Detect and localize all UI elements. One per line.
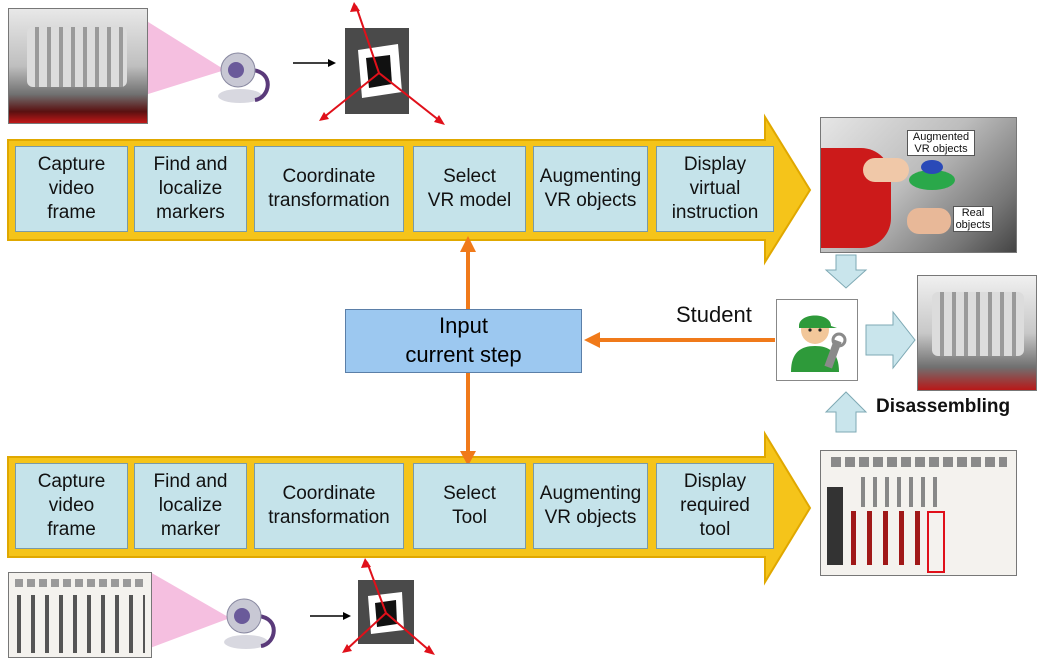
real-hand xyxy=(907,208,951,234)
up-arrow-light xyxy=(824,391,868,433)
connector-left-head xyxy=(584,332,600,348)
gearbox-photo-right xyxy=(917,275,1037,391)
real-label: Real objects xyxy=(953,206,993,233)
gearbox-photo-top-left xyxy=(8,8,148,124)
tool-row xyxy=(15,579,145,587)
input-current-step-box: Input current step xyxy=(345,309,582,373)
vr-green-part xyxy=(909,170,955,190)
disassembling-label: Disassembling xyxy=(876,396,1011,417)
gearbox-body xyxy=(27,27,127,87)
bottom-webcam-icon xyxy=(224,598,276,649)
top-small-arrow-head xyxy=(328,59,336,67)
top-step-augmenting: Augmenting VR objects xyxy=(533,146,648,232)
bottom-step-select: Select Tool xyxy=(413,463,526,549)
bottom-camera-cone xyxy=(150,572,230,648)
vr-hand xyxy=(863,158,909,182)
augmented-label: Augmented VR objects xyxy=(907,130,975,157)
top-step-coordinate: Coordinate transformation xyxy=(254,146,404,232)
wrenches xyxy=(861,477,941,507)
student-mechanic-icon xyxy=(791,315,847,372)
tool-set xyxy=(17,595,145,653)
socket-row xyxy=(831,457,1007,467)
connector-down-head xyxy=(460,451,476,466)
top-webcam-icon xyxy=(218,52,270,103)
hammer xyxy=(827,487,843,565)
top-step-select: Select VR model xyxy=(413,146,526,232)
bottom-step-find: Find and localize marker xyxy=(134,463,247,549)
bottom-step-coordinate: Coordinate transformation xyxy=(254,463,404,549)
top-camera-cone xyxy=(145,20,225,95)
bottom-marker-image xyxy=(342,558,435,655)
down-arrow-light xyxy=(824,254,868,289)
top-step-find: Find and localize markers xyxy=(134,146,247,232)
selected-tool-highlight xyxy=(927,511,945,573)
student-label: Student xyxy=(676,302,752,327)
screwdrivers xyxy=(851,511,921,565)
vr-blue-part xyxy=(921,160,943,174)
top-marker-image xyxy=(319,2,445,125)
tools-photo-bottom-left xyxy=(8,572,152,658)
tools-photo-right xyxy=(820,450,1017,576)
bottom-small-arrow-head xyxy=(343,612,351,620)
gearbox-right-body xyxy=(932,292,1024,356)
bottom-step-display: Display required tool xyxy=(656,463,774,549)
top-step-capture: Capture video frame xyxy=(15,146,128,232)
student-box xyxy=(776,299,858,381)
bottom-step-capture: Capture video frame xyxy=(15,463,128,549)
top-step-display: Display virtual instruction xyxy=(656,146,774,232)
connector-up-head xyxy=(460,236,476,252)
bottom-step-augmenting: Augmenting VR objects xyxy=(533,463,648,549)
augmented-photo: Augmented VR objects Real objects xyxy=(820,117,1017,253)
right-arrow-light xyxy=(865,310,916,370)
